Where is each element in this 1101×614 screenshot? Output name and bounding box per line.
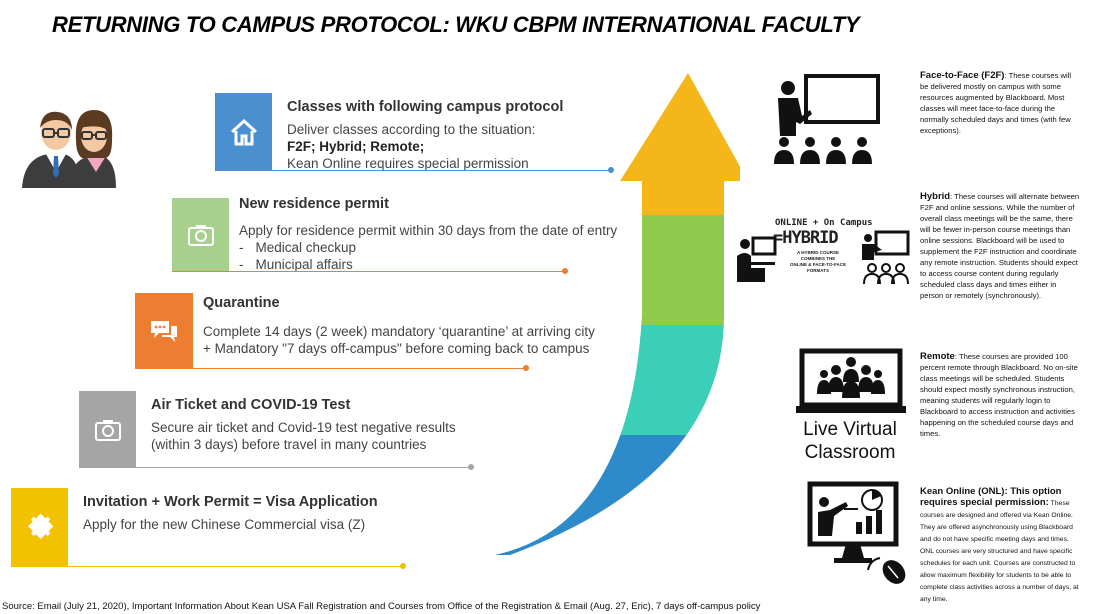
step-2-heading: New residence permit <box>239 196 389 212</box>
step-3-heading: Quarantine <box>203 295 280 311</box>
classroom-lecture-icon <box>774 74 880 164</box>
step-2-text: New residence permit Apply for residence… <box>239 196 659 273</box>
step-1-dot <box>608 167 614 173</box>
step-2-line-1: Apply for residence permit within 30 day… <box>239 223 618 238</box>
step-2-line-2: Medical checkup <box>255 240 357 255</box>
step-2-bullet-1: -Medical checkup <box>239 239 659 256</box>
step-1-text: Classes with following campus protocol D… <box>287 99 607 172</box>
step-2-connector <box>172 271 564 272</box>
bullet-dash: - <box>239 257 244 272</box>
mode-description-kean-online: Kean Online (ONL): This option requires … <box>920 486 1079 603</box>
live-virtual-classroom-label: Live Virtual Classroom <box>803 419 897 463</box>
chat-bubbles-icon <box>151 320 177 342</box>
step-5-line-1: Apply for the new Chinese Commercial vis… <box>83 517 366 532</box>
camera-icon <box>187 225 214 246</box>
step-5-dot <box>400 563 406 569</box>
step-4-icon-box <box>79 391 136 468</box>
step-2-line-3: Municipal affairs <box>255 257 353 272</box>
mode-text: These courses are provided 100 percent r… <box>920 352 1078 438</box>
faculty-people-icon <box>22 110 116 188</box>
mode-heading: Face-to-Face (F2F) <box>920 70 1005 81</box>
hybrid-online-label: ONLINE + On Campus <box>775 218 873 228</box>
step-5-heading: Invitation + Work Permit = Visa Applicat… <box>83 494 378 510</box>
mode-heading: Remote <box>920 351 955 362</box>
step-1-body: Deliver classes according to the situati… <box>287 121 607 172</box>
online-course-computer-icon <box>807 481 906 584</box>
step-3-line-1: Complete 14 days (2 week) mandatory ‘qua… <box>203 324 595 339</box>
mode-description-hybrid: Hybrid: These courses will alternate bet… <box>920 191 1080 300</box>
step-3-text: Quarantine Complete 14 days (2 week) man… <box>203 295 623 357</box>
step-4-line-2: (within 3 days) before travel in many co… <box>151 437 427 452</box>
step-4-heading: Air Ticket and COVID-19 Test <box>151 397 351 413</box>
step-4-dot <box>468 464 474 470</box>
step-2-icon-box <box>172 198 229 272</box>
hybrid-caption: A HYBRID COURSE COMBINES THE ONLINE & FA… <box>790 250 846 273</box>
bullet-dash: - <box>239 240 244 255</box>
mode-text: These courses will be delivered mostly o… <box>920 71 1072 135</box>
step-5-connector <box>11 566 403 567</box>
step-3-line-2: + Mandatory "7 days off-campus" before c… <box>203 341 590 356</box>
camera-icon <box>94 419 121 441</box>
step-5-text: Invitation + Work Permit = Visa Applicat… <box>83 494 443 533</box>
mode-description-f2f: Face-to-Face (F2F): These courses will b… <box>920 70 1072 135</box>
step-3-dot <box>523 365 529 371</box>
oncampus-teacher-icon <box>862 230 910 285</box>
step-5-icon-box <box>11 488 68 567</box>
step-2-bullet-2: -Municipal affairs <box>239 256 659 273</box>
source-footnote: Source: Email (July 21, 2020), Important… <box>2 601 761 612</box>
step-1-line-1: Deliver classes according to the situati… <box>287 122 536 137</box>
hybrid-graphic: ONLINE + On Campus =HYBRID A HYBRID COUR… <box>735 218 910 286</box>
puzzle-icon <box>27 513 53 539</box>
step-4-connector <box>79 467 471 468</box>
step-1-line-2: F2F; Hybrid; Remote; <box>287 139 425 154</box>
mode-text: These courses will alternate between F2F… <box>920 192 1080 300</box>
page-title: RETURNING TO CAMPUS PROTOCOL: WKU CBPM I… <box>52 12 860 37</box>
step-4-body: Secure air ticket and Covid-19 test nega… <box>151 419 511 453</box>
step-2-dot <box>562 268 568 274</box>
step-4-line-1: Secure air ticket and Covid-19 test nega… <box>151 420 456 435</box>
online-student-icon <box>737 236 777 282</box>
mode-text: These courses are designed and offered v… <box>920 500 1079 603</box>
step-1-connector <box>215 170 610 171</box>
mode-heading: Kean Online (ONL): This option requires … <box>920 486 1062 508</box>
hybrid-title: =HYBRID <box>773 228 839 248</box>
step-3-icon-box <box>135 293 193 368</box>
step-1-line-3: Kean Online requires special permission <box>287 156 529 171</box>
step-3-connector <box>135 368 525 369</box>
progress-arrow <box>495 73 740 555</box>
step-5-body: Apply for the new Chinese Commercial vis… <box>83 516 443 533</box>
home-icon <box>230 118 257 145</box>
live-virtual-classroom-icon <box>796 348 906 413</box>
step-1-heading: Classes with following campus protocol <box>287 99 564 115</box>
step-1-icon-box <box>215 93 272 170</box>
step-3-body: Complete 14 days (2 week) mandatory ‘qua… <box>203 323 623 357</box>
step-2-body: Apply for residence permit within 30 day… <box>239 222 659 273</box>
step-4-text: Air Ticket and COVID-19 Test Secure air … <box>151 397 511 453</box>
arrow-segment-blue <box>495 435 740 555</box>
mode-heading: Hybrid <box>920 191 951 202</box>
mode-description-remote: Remote: These courses are provided 100 p… <box>920 351 1078 438</box>
